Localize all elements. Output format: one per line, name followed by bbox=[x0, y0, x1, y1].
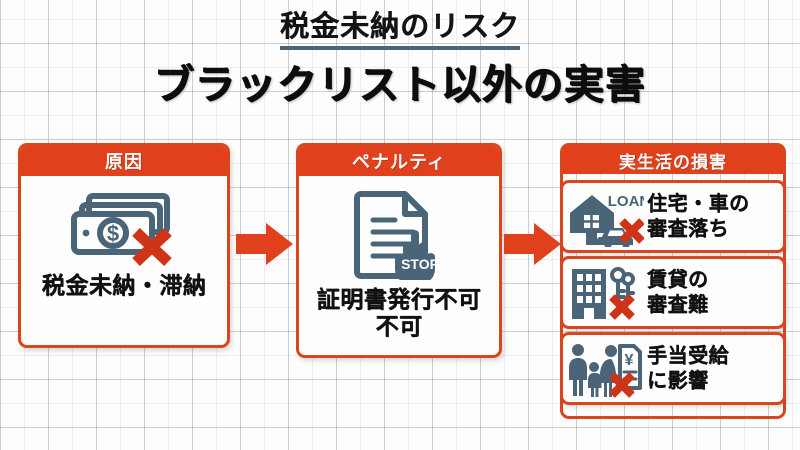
damage-item-2-line1: 賃貸の bbox=[647, 269, 709, 292]
damage-item-2-line2: 審査難 bbox=[647, 293, 709, 316]
cause-card: 原因 $ 税金 bbox=[18, 143, 230, 348]
damage-item-rental-screening-text: 賃貸の 審査難 bbox=[647, 268, 783, 317]
svg-text:STOP: STOP bbox=[401, 256, 439, 272]
house-car-loan-icon: LOAN bbox=[563, 187, 647, 247]
damage-item-1-line2: 審査落ち bbox=[647, 217, 729, 240]
damage-item-3-line2: に影響 bbox=[647, 369, 709, 392]
cause-card-header: 原因 bbox=[21, 146, 227, 176]
svg-text:¥: ¥ bbox=[625, 352, 634, 369]
family-yen-document-icon: ¥ bbox=[563, 339, 647, 399]
damage-panel: 実生活の損害 LOAN bbox=[560, 143, 786, 419]
penalty-card: ペナルティ STOP 証明書発行不可 不可 bbox=[296, 143, 502, 358]
svg-text:$: $ bbox=[107, 221, 119, 246]
subtitle-text: 税金未納のリスク bbox=[279, 11, 520, 51]
penalty-card-label-line2: 不可 bbox=[375, 313, 423, 340]
cause-card-label: 税金未納・滞納 bbox=[41, 272, 207, 298]
penalty-card-label: 証明書発行不可 不可 bbox=[317, 286, 482, 340]
arrow-cause-to-penalty bbox=[236, 222, 294, 266]
damage-item-list: LOAN 住宅・車の 審査落ち bbox=[560, 174, 786, 405]
apartment-keys-icon bbox=[563, 263, 647, 323]
damage-item-3-line1: 手当受給 bbox=[647, 345, 729, 368]
penalty-card-label-line1: 証明書発行不可 bbox=[316, 286, 482, 312]
penalty-card-header: ペナルティ bbox=[299, 146, 499, 176]
damage-item-benefit-impact: ¥ 手当受給 に影響 bbox=[560, 332, 786, 405]
damage-item-housing-car-loan-text: 住宅・車の 審査落ち bbox=[647, 192, 783, 241]
svg-text:LOAN: LOAN bbox=[608, 193, 644, 210]
main-title-container: ブラックリスト以外の実害 bbox=[0, 64, 800, 106]
document-stop-hand-icon: STOP bbox=[347, 188, 451, 284]
damage-item-benefit-impact-text: 手当受給 に影響 bbox=[647, 344, 783, 393]
penalty-card-body: STOP 証明書発行不可 不可 bbox=[299, 176, 499, 340]
money-bills-icon: $ bbox=[64, 188, 184, 267]
subtitle-container: 税金未納のリスク bbox=[0, 11, 800, 51]
main-title-text: ブラックリスト以外の実害 bbox=[154, 63, 646, 107]
damage-panel-header: 実生活の損害 bbox=[563, 146, 783, 174]
damage-item-housing-car-loan: LOAN 住宅・車の 審査落ち bbox=[560, 180, 786, 253]
cause-card-body: $ 税金未納・滞納 bbox=[21, 176, 227, 299]
damage-item-rental-screening: 賃貸の 審査難 bbox=[560, 256, 786, 329]
damage-item-1-line1: 住宅・車の bbox=[647, 193, 750, 216]
arrow-penalty-to-damage bbox=[504, 222, 562, 266]
